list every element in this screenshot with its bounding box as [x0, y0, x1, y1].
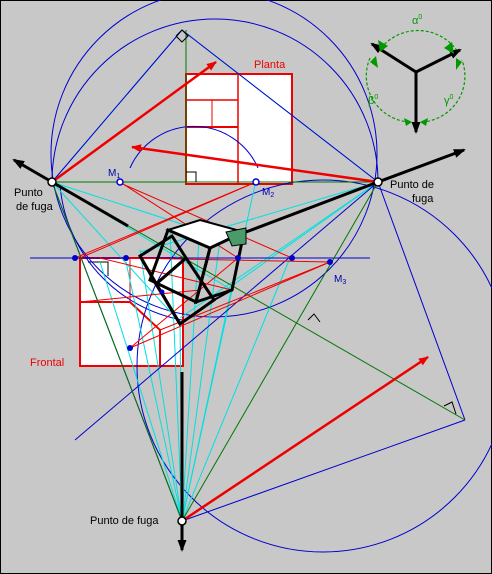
black-axes	[12, 148, 466, 552]
label-frontal: Frontal	[30, 357, 64, 369]
label-gamma: γ0	[444, 94, 454, 107]
red-lines	[74, 181, 331, 349]
measure-points	[116, 178, 260, 186]
plan-view	[185, 73, 293, 185]
label-alpha: α0	[412, 14, 422, 27]
label-m3: M3	[334, 274, 346, 286]
vp-left	[47, 177, 57, 187]
label-vp-left-1: Punto	[14, 187, 43, 199]
cube-perspective	[137, 218, 247, 327]
label-vp-bottom: Punto de fuga	[90, 515, 159, 527]
vanishing-points	[47, 177, 383, 526]
vp-bottom	[177, 516, 187, 526]
label-m2: M2	[262, 187, 274, 199]
text-labels: Planta Frontal Punto de fuga Punto de fu…	[14, 14, 454, 527]
green-lines	[51, 30, 466, 522]
label-beta: β0	[368, 94, 378, 107]
label-m1: M1	[108, 168, 120, 180]
red-arrows	[51, 60, 429, 523]
label-vp-right-2: fuga	[412, 193, 434, 205]
construction-points	[72, 255, 333, 351]
label-vp-right-1: Punto de	[390, 179, 434, 191]
label-vp-left-2: de fuga	[16, 201, 54, 213]
angle-legend	[365, 30, 466, 134]
label-planta: Planta	[254, 59, 286, 71]
right-angle-markers	[175, 29, 457, 415]
vp-right	[373, 177, 383, 187]
